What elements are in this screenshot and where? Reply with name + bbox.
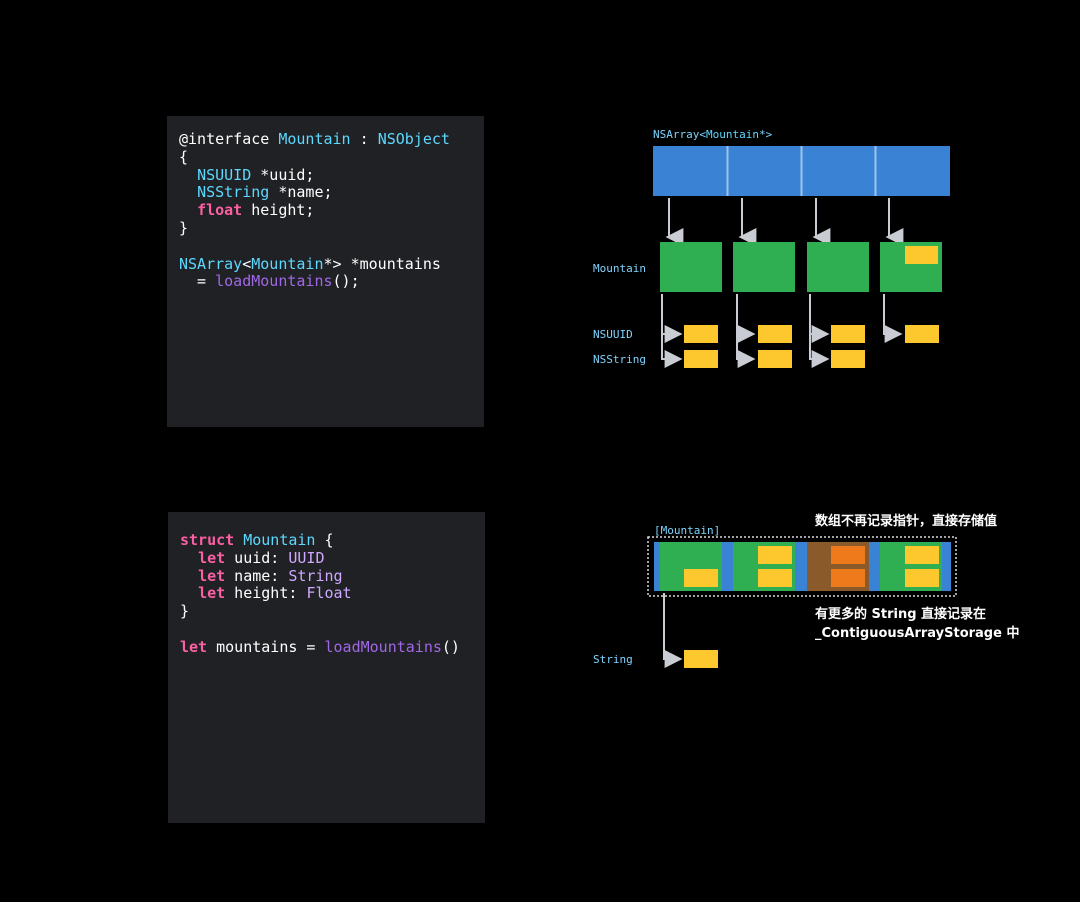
nsarray-pointer-array [653,146,950,196]
object-to-field-arrows [661,294,903,368]
swift-code: struct Mountain { let uuid: UUID let nam… [180,531,460,656]
top-code-panel: @interface Mountain : NSObject { NSUUID … [167,116,484,427]
mountain-objects [660,242,942,292]
array-to-object-arrows [665,198,904,246]
string-pointer-arrow [663,593,683,668]
heap-string-object [684,650,718,668]
nsuuid-row-label: NSUUID [593,328,633,341]
string-row-label: String [593,653,633,666]
height-value [905,246,938,264]
note-no-pointers: 数组不再记录指针，直接存储值 [815,513,997,529]
swift-array-label: [Mountain] [654,524,720,537]
contiguous-storage-outline [647,536,957,597]
objc-code: @interface Mountain : NSObject { NSUUID … [179,130,450,291]
mountain-row-label: Mountain [593,262,646,275]
nsstring-row-label: NSString [593,353,646,366]
bottom-code-panel: struct Mountain { let uuid: UUID let nam… [168,512,485,823]
nsarray-label: NSArray<Mountain*> [653,128,773,141]
note-more-strings-line2: _ContiguousArrayStorage 中 [815,625,1019,641]
field-objects [684,325,939,368]
note-more-strings-line1: 有更多的 String 直接记录在 [815,606,986,622]
inline-array-storage [654,542,951,591]
